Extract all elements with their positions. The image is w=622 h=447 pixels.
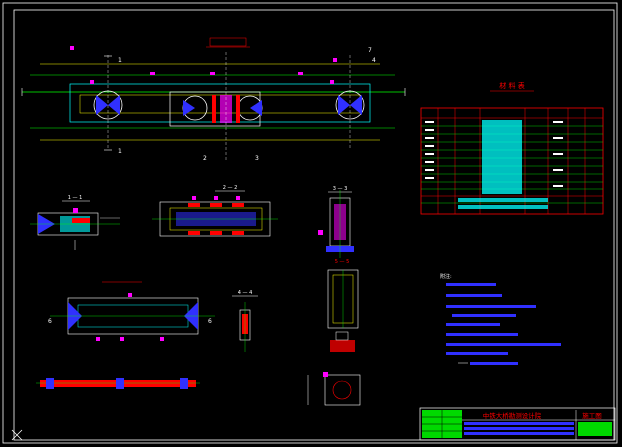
section-1-1: 1 — 1	[30, 195, 120, 250]
ucs-axis-icon	[11, 429, 23, 441]
main-elevation: 1 1 2 3 4 7	[21, 37, 406, 162]
section-4-label: 4 — 4	[238, 290, 253, 296]
section-3-3: 3 — 3	[318, 186, 354, 258]
section-2-label: 2 — 2	[223, 185, 238, 191]
bottom-bar-element	[36, 378, 200, 389]
table-title: 材 料 表	[499, 81, 524, 90]
marker-1b: 1	[118, 148, 122, 155]
marker-3: 3	[255, 155, 259, 162]
section-2-2: 2 — 2	[152, 185, 278, 237]
material-table: 材 料 表	[420, 81, 604, 215]
stage-label: 施工图	[582, 411, 602, 420]
middle-plan: 6 6	[48, 281, 215, 341]
section-4-4: 4 — 4	[232, 290, 258, 352]
marker-7: 7	[368, 47, 372, 54]
notes-header: 附注:	[440, 273, 452, 280]
institute-name: 中铁大桥勘测设计院	[483, 411, 542, 420]
outer-frame	[2, 2, 618, 444]
section-5-label: 5 — 5	[335, 259, 350, 265]
section-1-label: 1 — 1	[68, 195, 83, 201]
marker-6: 6	[48, 318, 52, 325]
section-5-5: 5 — 5	[307, 259, 361, 406]
marker-4: 4	[372, 57, 376, 64]
inner-frame	[13, 9, 615, 441]
section-3-label: 3 — 3	[333, 186, 348, 192]
marker-1: 1	[118, 57, 122, 64]
notes-block: 附注:	[440, 273, 561, 365]
marker-6b: 6	[208, 318, 212, 325]
marker-2: 2	[203, 155, 207, 162]
title-block: 中铁大桥勘测设计院 施工图	[419, 407, 616, 441]
